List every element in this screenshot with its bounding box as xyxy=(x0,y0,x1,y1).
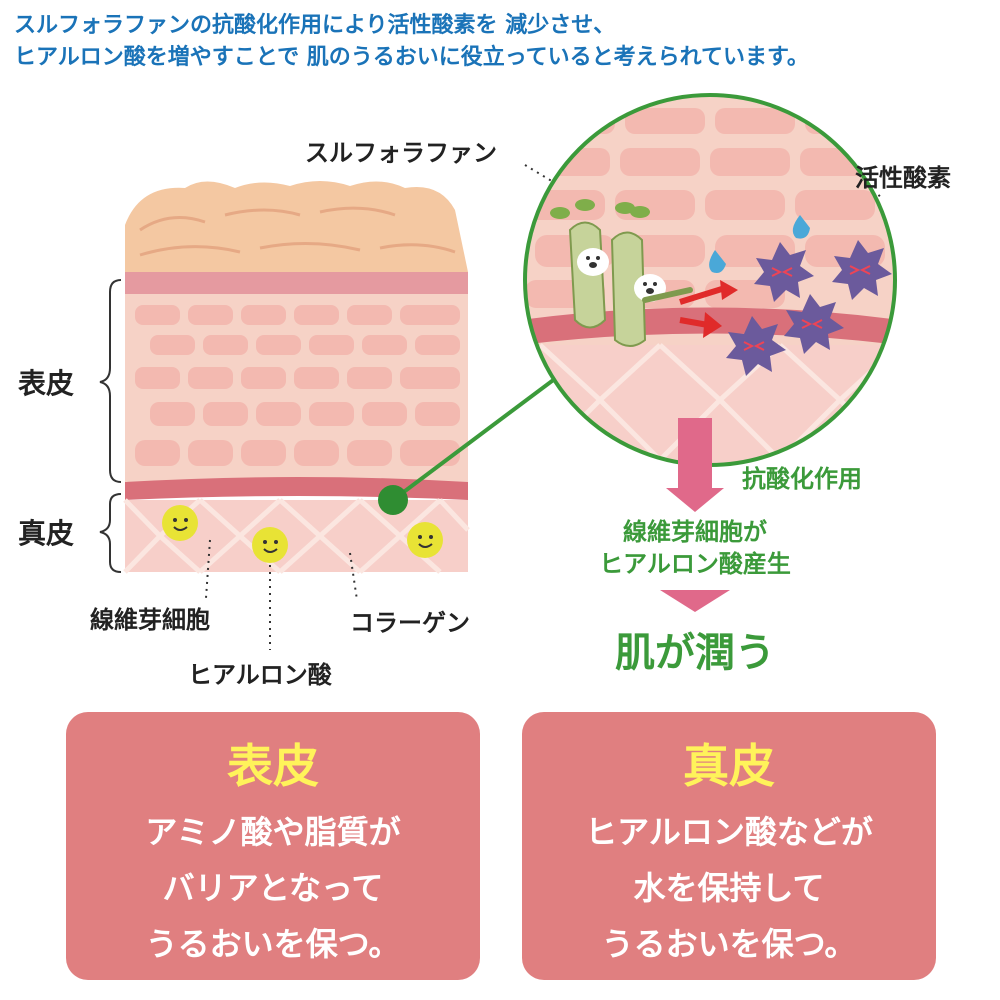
epidermis-bracket xyxy=(99,279,122,483)
dermis-bracket xyxy=(99,493,122,573)
dermis-card-line-2: 水を保持して xyxy=(633,869,825,907)
fibroblast-production-line-2: ヒアルロン酸産生 xyxy=(599,550,791,578)
ros-label: 活性酸素 xyxy=(855,164,951,192)
heading-line-2: ヒアルロン酸を増やすことで 肌のうるおいに役立っていると考えられています。 xyxy=(14,45,809,70)
epidermis-card-line-3: うるおいを保つ。 xyxy=(145,925,401,963)
attack-arrow-1 xyxy=(679,285,726,305)
fibroblast-production: 線維芽細胞が ヒアルロン酸産生 xyxy=(575,516,815,580)
epidermis-card-line-1: アミノ酸や脂質が xyxy=(145,813,401,851)
skin-block xyxy=(123,181,470,574)
flow-arrow-2 xyxy=(660,590,730,612)
flow-arrow-1 xyxy=(666,418,724,512)
result-label: 肌が潤う xyxy=(615,630,775,676)
epidermis-card-line-2: バリアとなって xyxy=(162,869,384,907)
dermis-card-line-1: ヒアルロン酸などが xyxy=(585,813,873,851)
attack-arrow-2 xyxy=(679,317,709,328)
fibroblast-label: 線維芽細胞 xyxy=(90,606,210,634)
epidermis-card: 表皮 アミノ酸や脂質が バリアとなって うるおいを保つ。 xyxy=(66,712,480,980)
collagen-label: コラーゲン xyxy=(350,609,470,637)
ros-molecules xyxy=(726,240,892,376)
sulforaphane-label: スルフォラファン xyxy=(305,139,497,167)
epidermis-card-title: 表皮 xyxy=(227,739,319,793)
sulforaphane-characters xyxy=(550,199,693,347)
dermis-card-line-3: うるおいを保つ。 xyxy=(601,925,857,963)
hyaluronic-blobs xyxy=(162,505,443,563)
heading: スルフォラファンの抗酸化作用により活性酸素を 減少させ、 ヒアルロン酸を増やすこ… xyxy=(14,10,989,74)
zoom-point xyxy=(378,485,408,515)
epidermis-label: 表皮 xyxy=(18,367,75,400)
dermis-label: 真皮 xyxy=(18,517,75,550)
skin-diagram xyxy=(99,93,897,650)
fibroblast-production-line-1: 線維芽細胞が xyxy=(623,518,767,546)
hyaluronic-acid-label: ヒアルロン酸 xyxy=(188,661,332,689)
heading-line-1: スルフォラファンの抗酸化作用により活性酸素を 減少させ、 xyxy=(14,13,616,38)
dermis-card-title: 真皮 xyxy=(683,739,775,793)
zoom-connector xyxy=(391,373,562,502)
dermis-card: 真皮 ヒアルロン酸などが 水を保持して うるおいを保つ。 xyxy=(522,712,936,980)
antioxidant-label: 抗酸化作用 xyxy=(742,465,862,493)
